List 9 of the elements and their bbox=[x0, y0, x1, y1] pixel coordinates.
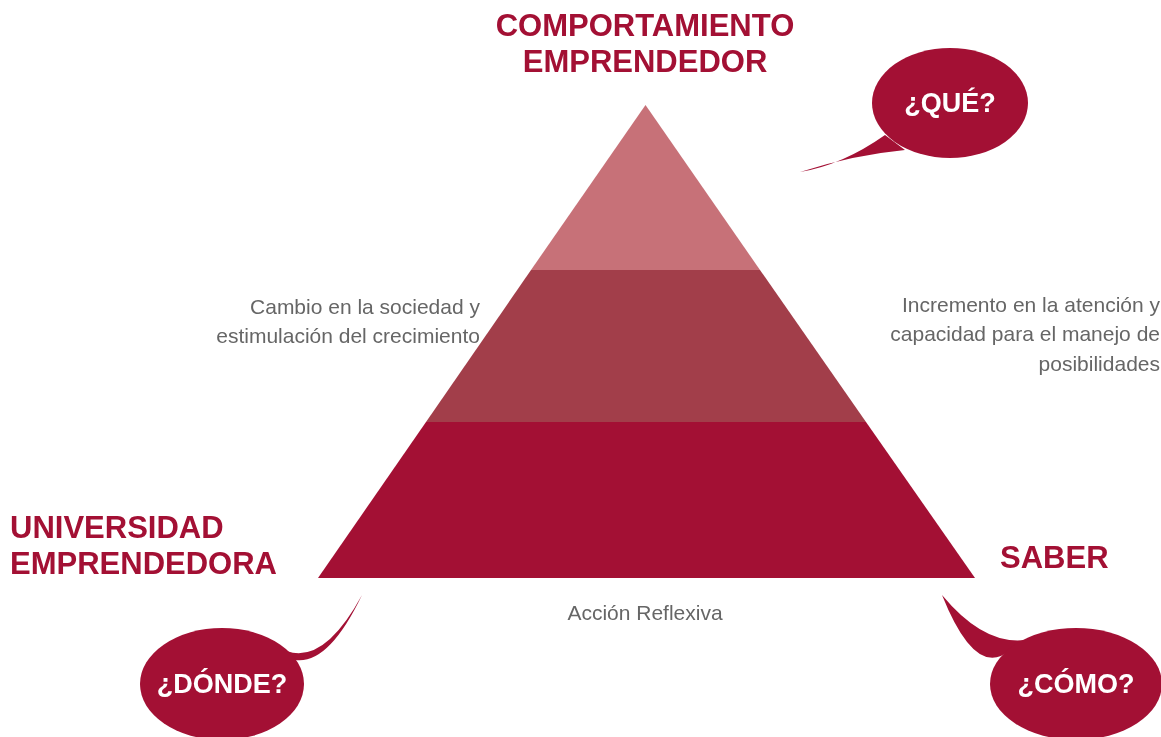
question-text: ¿DÓNDE? bbox=[156, 668, 288, 700]
corner-label: UNIVERSIDAD EMPRENDEDORA bbox=[10, 510, 278, 582]
side-note: Incremento en la atención y capacidad para el manejo de posibilidades bbox=[889, 292, 1160, 377]
heading-label: COMPORTAMIENTO EMPRENDEDOR bbox=[494, 8, 796, 80]
question-text: ¿CÓMO? bbox=[1017, 668, 1135, 700]
question-text: ¿QUÉ? bbox=[904, 87, 996, 119]
base-note: Acción Reflexiva bbox=[566, 600, 724, 626]
corner-label: SABER bbox=[1000, 540, 1110, 576]
side-note: Cambio en la sociedad y estimulación del crecimiento bbox=[215, 294, 480, 350]
